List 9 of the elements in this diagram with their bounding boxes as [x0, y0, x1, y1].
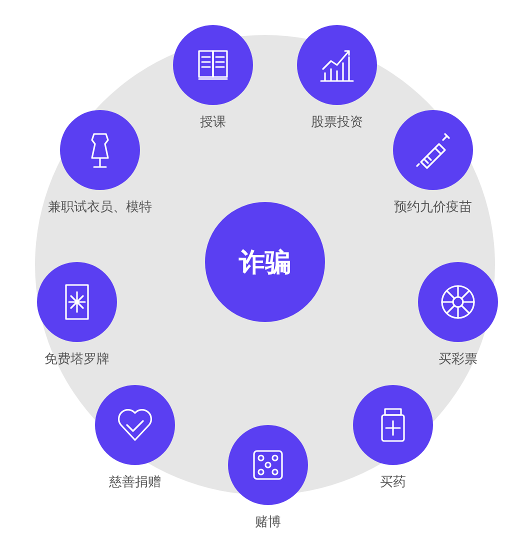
category-label: 授课	[200, 114, 226, 131]
category-label: 慈善捐赠	[109, 474, 161, 491]
category-label: 股票投资	[311, 114, 363, 131]
category-label: 买药	[380, 474, 406, 491]
category-label: 赌博	[255, 514, 281, 531]
category-label: 免费塔罗牌	[44, 351, 110, 368]
category-label: 买彩票	[438, 351, 478, 368]
category-label: 兼职试衣员、模特	[48, 199, 152, 216]
category-label: 预约九价疫苗	[394, 199, 472, 216]
